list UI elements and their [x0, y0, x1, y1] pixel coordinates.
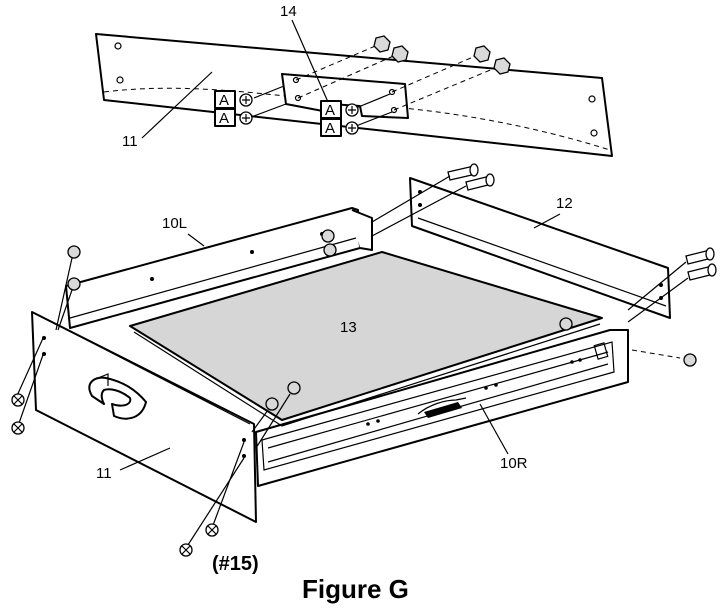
marker-label: A: [325, 120, 335, 137]
rear-panel: [409, 177, 671, 319]
marker-box-a: [320, 118, 342, 137]
hex-nut-icon: [287, 381, 301, 395]
drawer-handle: [88, 376, 147, 420]
label-part-10l: 10L: [162, 215, 187, 232]
left-slide-rail: [65, 207, 373, 329]
label-part-11-top: 11: [122, 133, 138, 150]
right-slide-rail: [255, 329, 629, 487]
front-screws: [11, 335, 245, 557]
hex-nut-icon: [67, 245, 81, 259]
hex-nut-icon: [473, 45, 491, 63]
screw-note: (#15): [212, 553, 259, 575]
drawer-tray: [129, 251, 603, 427]
drawer-nuts: [55, 229, 697, 449]
marker-label: A: [325, 102, 335, 119]
coupling-bracket: [281, 73, 409, 119]
label-part-12: 12: [556, 195, 573, 212]
label-part-13: 13: [340, 319, 357, 336]
rear-bolts: [371, 163, 717, 323]
hex-nut-icon: [683, 353, 697, 367]
hex-nut-icon: [323, 243, 337, 257]
hex-nut-icon: [373, 35, 391, 53]
marker-label: A: [219, 92, 229, 109]
label-part-14: 14: [280, 3, 297, 20]
hex-nut-icon: [391, 45, 409, 63]
top-hardware: A A A A: [214, 35, 511, 137]
figure-caption: Figure G: [302, 574, 409, 604]
marker-box-a: [214, 108, 236, 127]
hex-nut-icon: [265, 397, 279, 411]
hex-nut-icon: [67, 277, 81, 291]
marker-label: A: [219, 110, 229, 127]
hex-nut-icon: [321, 229, 335, 243]
label-part-10r: 10R: [500, 455, 528, 472]
hex-nut-icon: [493, 57, 511, 75]
label-part-11-front: 11: [96, 465, 112, 482]
